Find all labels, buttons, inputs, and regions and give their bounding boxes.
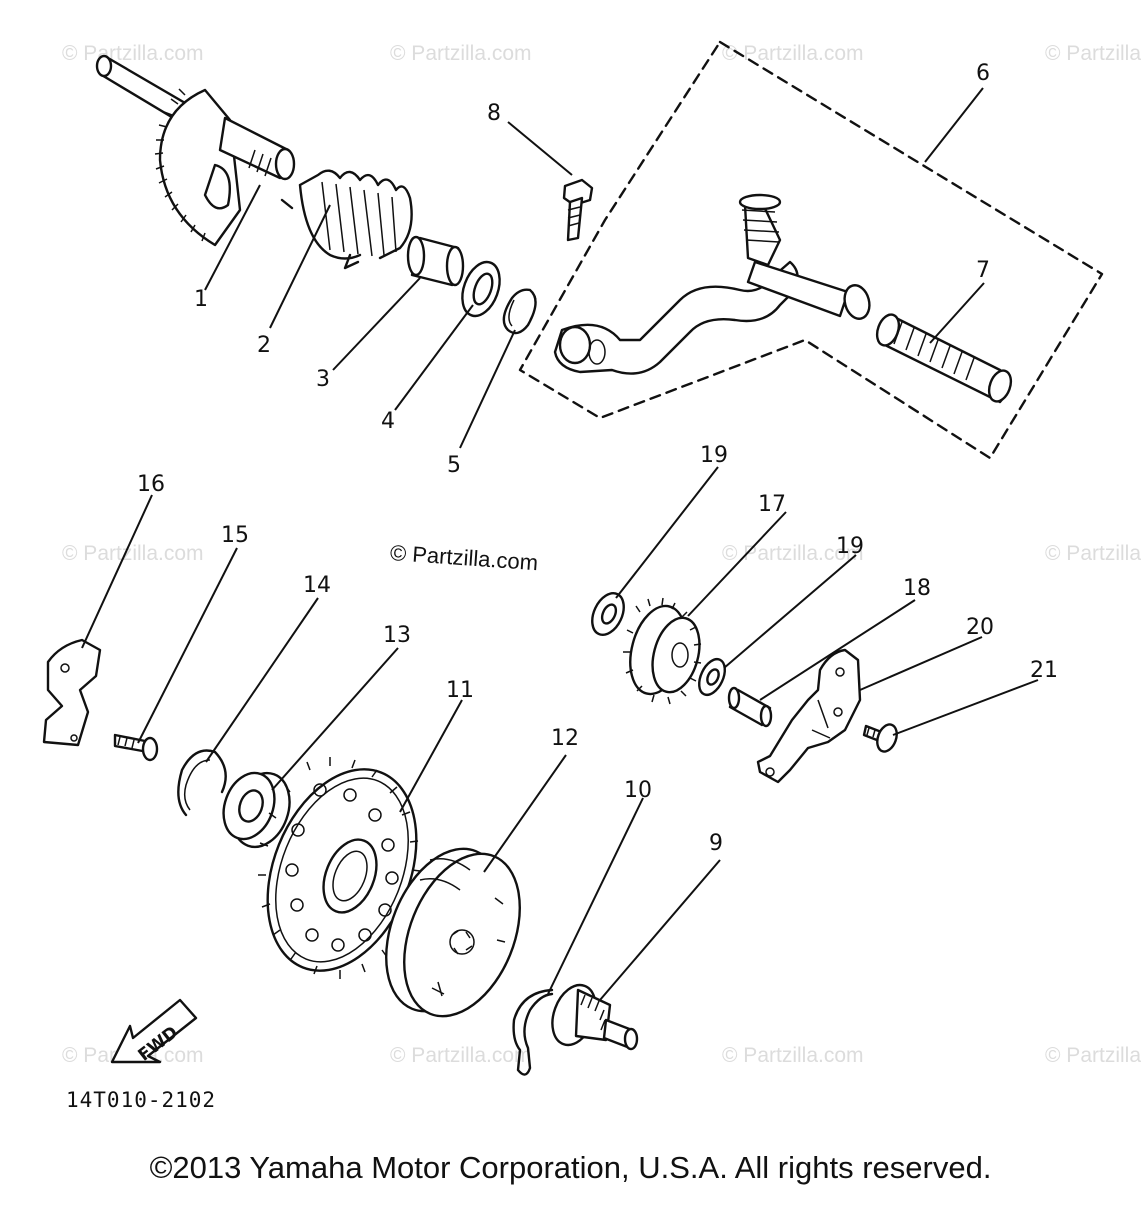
callout-numbers: 1 2 3 4 5 6 7 8 9 10 11 12 13 14 15 16 1… [137, 61, 1058, 856]
washer-part [461, 260, 501, 318]
circlip-part [502, 288, 537, 335]
gear-holes [285, 783, 399, 952]
callout-18: 18 [903, 576, 931, 601]
starter-clutch-part [385, 847, 521, 1018]
idler-shaft-part [727, 686, 773, 728]
copyright-notice: ©2013 Yamaha Motor Corporation, U.S.A. A… [149, 1150, 992, 1185]
callout-16: 16 [137, 472, 165, 497]
watermark-text: © Partzilla.com [722, 542, 864, 565]
callout-2: 2 [257, 333, 271, 358]
watermark-text: © Partzilla.com [722, 42, 864, 65]
diagram-code: 14T010-2102 [66, 1088, 217, 1112]
callout-1: 1 [194, 287, 208, 312]
callout-11: 11 [446, 678, 474, 703]
callout-15: 15 [221, 523, 249, 548]
watermark-text: © Partzilla.com [62, 542, 204, 565]
callout-13: 13 [383, 623, 411, 648]
callout-19b: 19 [836, 534, 864, 559]
watermark-text: © Partzilla.com [1045, 1044, 1141, 1067]
screw-part [113, 733, 159, 762]
watermark-text: © Partzilla.com [1045, 542, 1141, 565]
circlip-part-13 [177, 749, 227, 817]
washer-part-19a [591, 592, 625, 636]
callout-4: 4 [381, 409, 395, 434]
kick-axle-part [95, 54, 296, 247]
plate-bracket-part [756, 648, 862, 784]
bolt-part [562, 178, 594, 242]
watermark-text: © Partzilla.com [390, 1044, 532, 1067]
bearing-part [222, 771, 291, 849]
bracket-part [42, 638, 102, 747]
large-gear-part [258, 757, 421, 979]
callout-19a: 19 [700, 443, 728, 468]
fwd-arrow-icon [110, 998, 198, 1064]
watermark-text: © Partzilla.com [390, 42, 532, 65]
callout-17: 17 [758, 492, 786, 517]
watermark-text: © Partzilla.com [1045, 42, 1141, 65]
washer-part-19b [697, 657, 727, 697]
watermark-layer: © Partzilla.com © Partzilla.com © Partzi… [62, 42, 1141, 1067]
idler-gear-part [623, 597, 702, 705]
callout-10: 10 [624, 778, 652, 803]
callout-9: 9 [709, 831, 723, 856]
wire-clip-part [512, 988, 554, 1076]
callout-5: 5 [447, 453, 461, 478]
bolt-part-21 [862, 723, 898, 753]
callout-20: 20 [966, 615, 994, 640]
callout-3: 3 [316, 367, 330, 392]
callout-12: 12 [551, 726, 579, 751]
callout-14: 14 [303, 573, 331, 598]
collar-part [406, 235, 465, 287]
watermark-text: © Partzilla.com [722, 1044, 864, 1067]
kick-spring-part [280, 169, 413, 270]
callout-7: 7 [976, 258, 990, 283]
watermark-text: © Partzilla.com [62, 42, 204, 65]
kick-crank-assembly [518, 40, 1104, 460]
callout-6: 6 [976, 61, 990, 86]
leader-lines [81, 87, 1039, 1001]
callout-21: 21 [1030, 658, 1058, 683]
callout-8: 8 [487, 101, 501, 126]
pinion-gear-part [551, 983, 639, 1051]
rubber-grip-part [875, 313, 1013, 404]
